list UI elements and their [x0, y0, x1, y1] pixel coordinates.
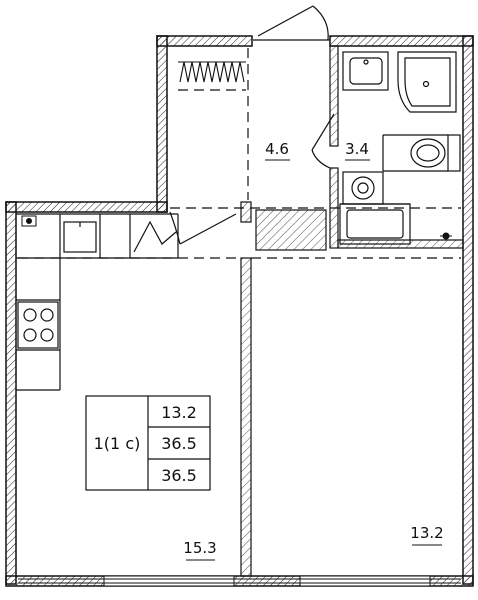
interior-walls	[240, 45, 464, 577]
vent-marker-kitchen	[21, 215, 37, 227]
shower-cabin	[397, 51, 457, 113]
vent-marker-bathroom	[440, 232, 452, 240]
bedroom-area-label: 13.2	[410, 524, 443, 542]
apartment-type-label: 1(1 c)	[94, 434, 141, 453]
stove	[17, 301, 59, 349]
bathroom-area-label: 3.4	[345, 140, 369, 158]
legend-total-area: 36.5	[161, 434, 197, 453]
kitchen-door	[169, 211, 237, 245]
entry-door	[253, 5, 330, 41]
bottom-windows	[18, 575, 461, 587]
bathtub	[339, 203, 411, 245]
kitchen-appliance	[133, 220, 177, 253]
kitchen-living-area-label: 15.3	[183, 539, 216, 557]
toilet	[382, 134, 461, 172]
dashed-lines	[18, 48, 461, 259]
technical-shaft	[255, 209, 327, 251]
wardrobe	[178, 61, 246, 83]
kitchen-counter	[16, 213, 179, 391]
kitchen-sink	[63, 221, 97, 253]
bathroom-sink	[342, 51, 389, 91]
washing-machine	[342, 171, 384, 205]
legend-living-area: 13.2	[161, 403, 197, 422]
bathroom-door	[311, 113, 335, 169]
apartment-legend	[85, 395, 211, 491]
legend-total-area-with-balcony: 36.5	[161, 466, 197, 485]
hallway-area-label: 4.6	[265, 140, 289, 158]
exterior-walls	[5, 35, 474, 587]
